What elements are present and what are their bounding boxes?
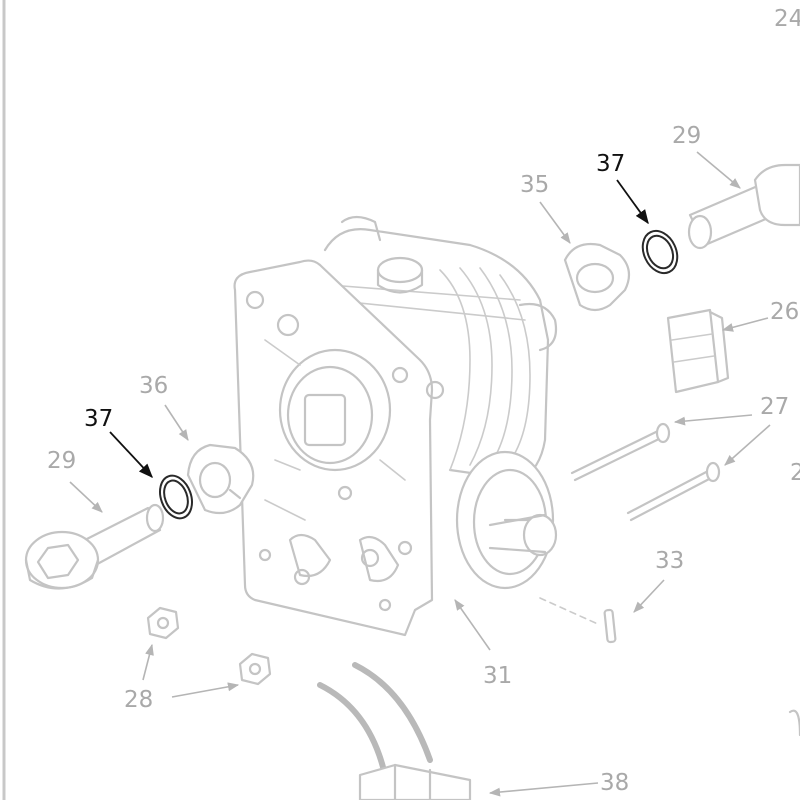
callout-33: 33	[655, 548, 684, 574]
callout-27: 27	[760, 394, 789, 420]
callout-37-left: 37	[84, 406, 113, 432]
callout-36: 36	[139, 373, 168, 399]
callout-2-edge: 2	[790, 460, 800, 486]
part-37-left-circlip	[159, 474, 193, 520]
callout-35: 35	[520, 172, 549, 198]
callout-26: 26	[770, 299, 799, 325]
part-29-top-bolt	[687, 163, 800, 250]
callout-38: 38	[600, 770, 629, 796]
part-37-top-circlip	[641, 229, 679, 275]
leader-lines	[69, 151, 771, 797]
part-38-cable	[317, 662, 472, 800]
gearbox-housing	[233, 215, 558, 637]
part-27-screws	[570, 422, 721, 522]
part-26-switch	[666, 308, 730, 394]
callout-24: 24	[774, 6, 800, 32]
part-36-cam	[186, 443, 255, 515]
part-28-nuts	[146, 606, 272, 686]
part-29-left-bolt	[24, 503, 165, 590]
callout-28: 28	[124, 687, 153, 713]
part-35-cam	[563, 242, 631, 312]
callout-29-top: 29	[672, 123, 701, 149]
callout-37-top: 37	[596, 151, 625, 177]
callout-31: 31	[483, 663, 512, 689]
part-33-pin	[539, 597, 617, 644]
edge-partial-part	[788, 709, 800, 737]
callout-29-left: 29	[47, 448, 76, 474]
